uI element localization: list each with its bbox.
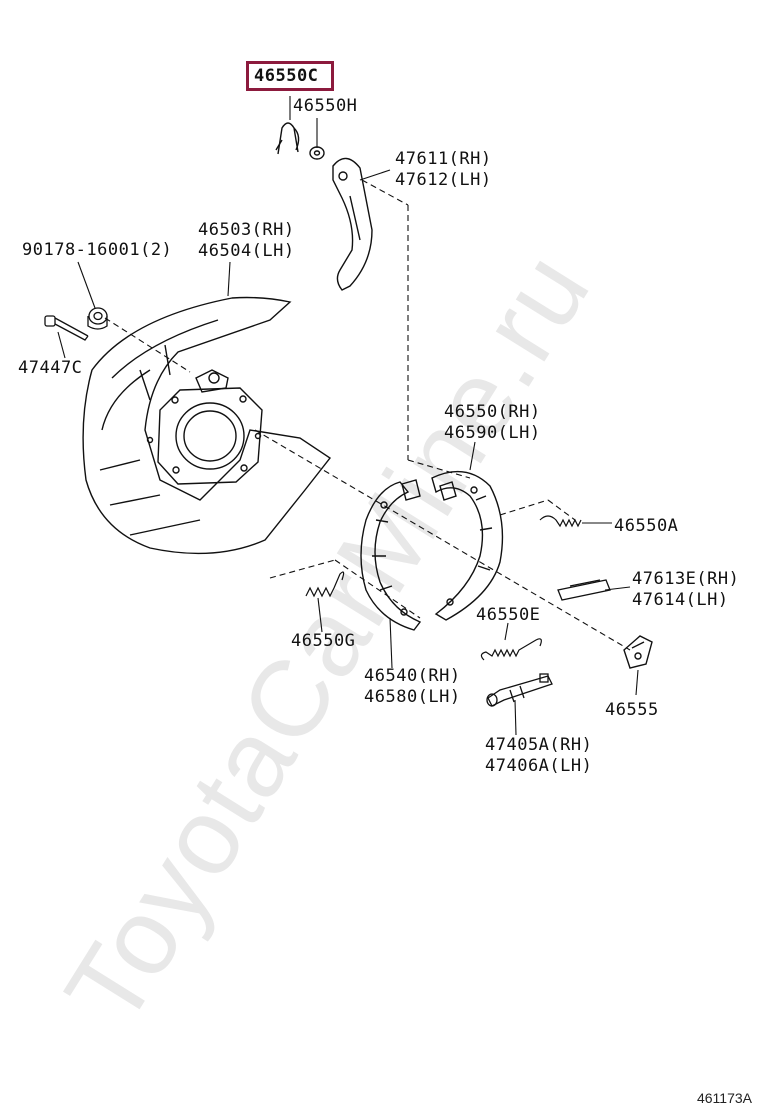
adjuster-47405a-icon [486,673,553,707]
part-label-46540[interactable]: 46540(RH) [364,666,461,686]
diagram-id: 461173A [696,1090,752,1106]
nut-90178-icon [87,307,108,330]
part-label-46550c[interactable]: 46550C [254,66,319,86]
part-label-46550a[interactable]: 46550A [614,516,679,536]
part-label-46590[interactable]: 46590(LH) [444,423,541,443]
backing-plate-icon [82,296,332,555]
parking-lever-icon [332,157,373,291]
part-label-47447c[interactable]: 47447C [18,358,83,378]
leader-lines [57,96,639,736]
part-label-46550g[interactable]: 46550G [291,631,356,651]
washer-46550h-icon [309,146,325,160]
part-label-46555[interactable]: 46555 [605,700,659,720]
highlight-box [246,61,334,91]
part-label-46550[interactable]: 46550(RH) [444,402,541,422]
strut-47613e-icon [557,579,611,601]
part-label-47614[interactable]: 47614(LH) [632,590,729,610]
part-label-47613e[interactable]: 47613E(RH) [632,569,740,589]
spring-46550e-icon [480,638,542,661]
brake-shoe-46550-icon [431,470,504,621]
part-label-46550e[interactable]: 46550E [476,605,541,625]
part-label-47405a[interactable]: 47405A(RH) [485,735,593,755]
spring-46550g-icon [305,571,345,598]
clip-46550c-icon [275,122,300,155]
part-label-47406a[interactable]: 47406A(LH) [485,756,593,776]
part-label-46503[interactable]: 46503(RH) [198,220,295,240]
assembly-dashes [104,179,631,651]
part-label-46580[interactable]: 46580(LH) [364,687,461,707]
part-label-47611[interactable]: 47611(RH) [395,149,492,169]
clip-46555-icon [623,635,653,669]
brake-shoe-46540-icon [360,479,422,631]
spring-46550a-icon [539,515,582,528]
bolt-47447c-icon [44,315,89,341]
part-label-47612[interactable]: 47612(LH) [395,170,492,190]
part-label-46504[interactable]: 46504(LH) [198,241,295,261]
part-label-90178[interactable]: 90178-16001(2) [22,240,173,260]
part-label-46550h[interactable]: 46550H [293,96,358,116]
